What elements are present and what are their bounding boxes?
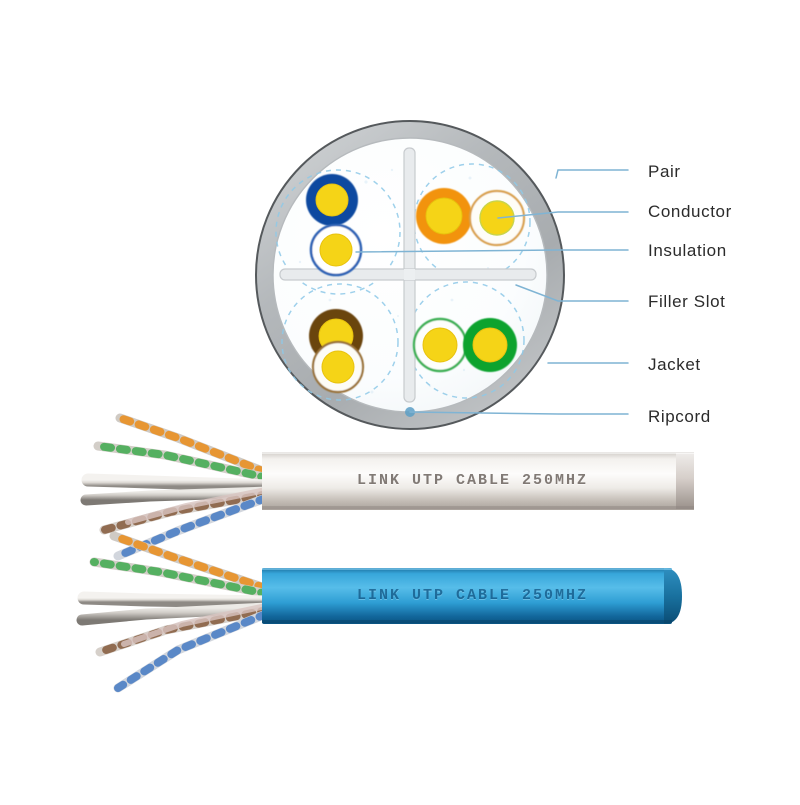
wire-green-solid — [463, 318, 517, 372]
callout-leader-lines — [355, 169, 629, 415]
callout-label-jacket: Jacket — [648, 355, 701, 374]
cross-section-group — [255, 120, 565, 430]
callout-line-conductor — [497, 211, 629, 219]
callout-line-ripcord — [409, 411, 629, 415]
callout-label-ripcord: Ripcord — [648, 407, 711, 426]
callout-label-pair: Pair — [648, 162, 681, 181]
callout-line-pair — [555, 169, 629, 179]
wire-orange-solid — [416, 188, 472, 244]
blue-cable-body — [262, 568, 672, 624]
wire-blue-striped — [309, 223, 363, 277]
wire-brown-striped — [311, 340, 365, 394]
white-cable-body — [262, 452, 694, 510]
blue-cable-wire-bundle — [76, 531, 275, 693]
blue-cable-group — [76, 531, 682, 693]
callout-line-filler-slot — [515, 284, 629, 302]
blue-cable-end-cap — [664, 568, 682, 624]
blue-cable-print-text: LINK UTP CABLE 250MHZ — [357, 587, 589, 604]
white-cable-end-cap — [676, 453, 694, 509]
pair-envelope-brown — [281, 283, 399, 401]
wire-blue-solid — [306, 174, 358, 226]
callout-label-insulation: Insulation — [648, 241, 727, 260]
white-cable-print-text: LINK UTP CABLE 250MHZ — [357, 472, 589, 489]
wire-green-striped — [412, 317, 468, 373]
pair-envelope-blue — [275, 169, 401, 295]
wire-orange-striped — [468, 189, 526, 247]
callout-label-filler-slot: Filler Slot — [648, 292, 726, 311]
callout-label-conductor: Conductor — [648, 202, 732, 221]
callout-line-insulation — [355, 249, 629, 253]
